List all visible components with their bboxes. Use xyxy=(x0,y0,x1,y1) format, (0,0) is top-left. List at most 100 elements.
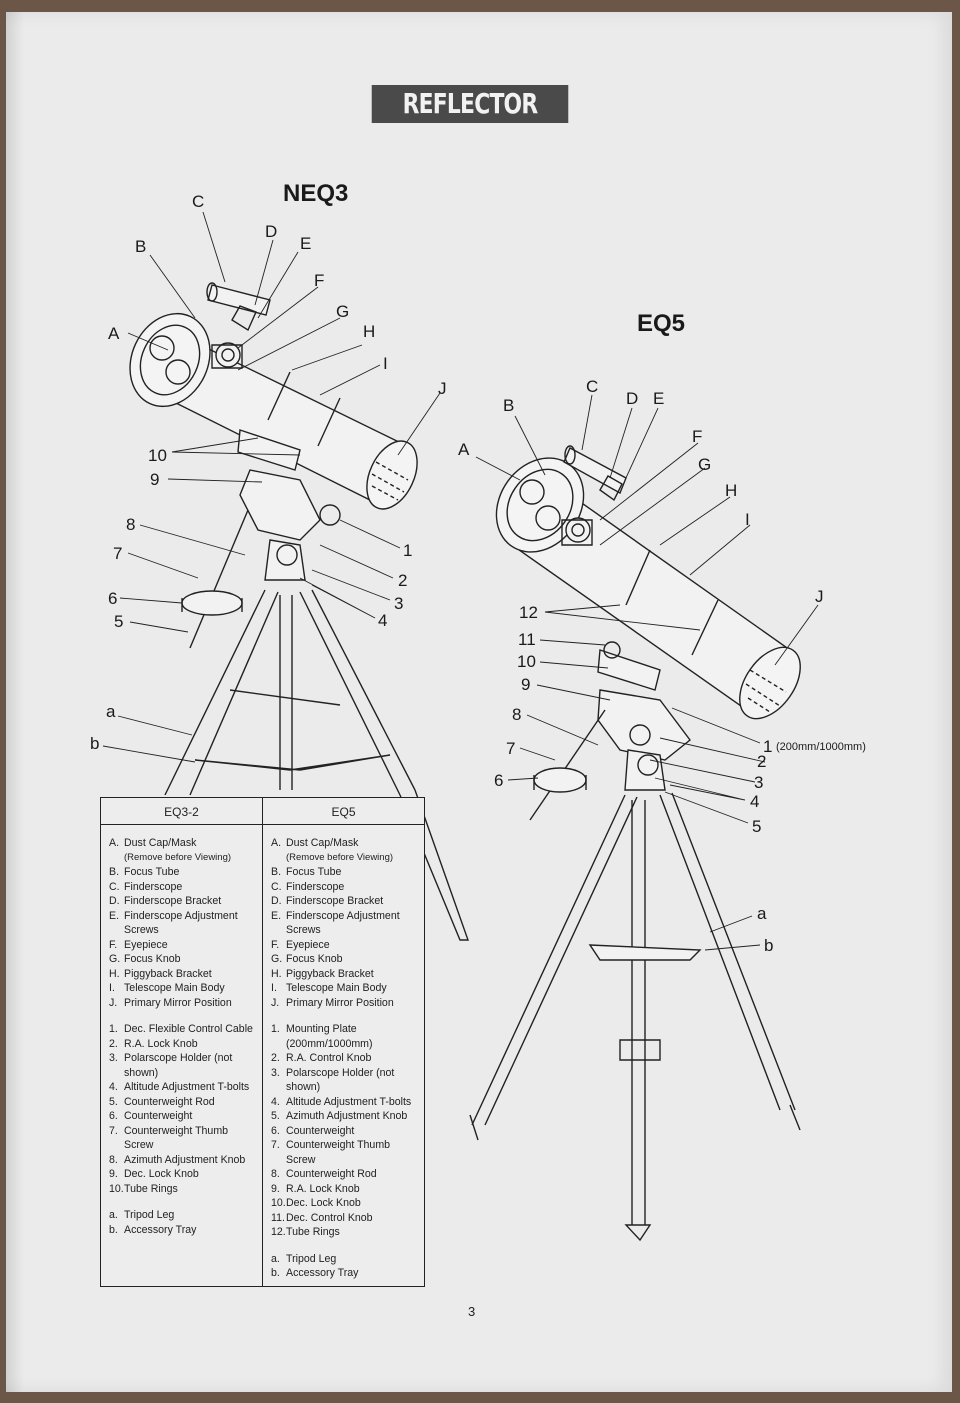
list-item: 10.Dec. Lock Knob xyxy=(271,1197,361,1209)
parts-legend-table: EQ3-2 A.Dust Cap/Mask(Remove before View… xyxy=(100,797,425,1287)
neq3-label-9: 9 xyxy=(150,470,160,489)
neq3-label-a: A xyxy=(108,324,120,343)
eq5-label-b-tray: b xyxy=(764,936,774,955)
legend-column-eq5: EQ5 A.Dust Cap/Mask(Remove before Viewin… xyxy=(263,798,424,1286)
list-item: J.Primary Mirror Position xyxy=(109,996,232,1009)
legend-letter-list: A.Dust Cap/Mask(Remove before Viewing) B… xyxy=(101,836,262,1010)
neq3-label-3: 3 xyxy=(394,594,404,613)
neq3-label-10: 10 xyxy=(148,446,167,465)
eq5-label-e: E xyxy=(653,389,665,408)
eq5-label-9: 9 xyxy=(521,675,531,694)
list-item: 4.Altitude Adjustment T-bolts xyxy=(109,1081,250,1093)
neq3-title: NEQ3 xyxy=(283,180,349,207)
eq5-label-c: C xyxy=(586,377,599,396)
neq3-leader-lines xyxy=(102,211,441,763)
neq3-label-c: C xyxy=(192,192,205,211)
list-item: D.Finderscope Bracket xyxy=(271,895,384,907)
list-item: H.Piggyback Bracket xyxy=(109,967,212,980)
list-item: 8.Azimuth Adjustment Knob xyxy=(109,1153,246,1166)
eq5-note-1: (200mm/1000mm) xyxy=(776,741,866,753)
eq5-label-d: D xyxy=(626,389,639,408)
list-item: H.Piggyback Bracket xyxy=(271,967,374,980)
neq3-label-a-leg: a xyxy=(106,702,116,721)
eq5-label-11: 11 xyxy=(518,630,536,649)
eq5-telescope-drawing xyxy=(469,445,801,1242)
neq3-label-b: B xyxy=(135,237,147,256)
list-item: a.Tripod Leg xyxy=(271,1252,337,1265)
eq5-label-3: 3 xyxy=(754,773,764,792)
list-item: b.Accessory Tray xyxy=(271,1267,359,1279)
neq3-label-i: I xyxy=(383,354,388,373)
list-item: A.Dust Cap/Mask(Remove before Viewing) xyxy=(271,837,394,863)
list-item: B.Focus Tube xyxy=(109,866,180,878)
eq5-label-4: 4 xyxy=(750,792,760,811)
list-item: 9.R.A. Lock Knob xyxy=(271,1182,360,1195)
eq5-label-i: I xyxy=(745,510,750,529)
neq3-label-1: 1 xyxy=(403,541,413,560)
list-item: J.Primary Mirror Position xyxy=(271,996,394,1009)
legend-header-eq3-2: EQ3-2 xyxy=(101,798,262,825)
legend-number-list: 1.Dec. Flexible Control Cable 2.R.A. Loc… xyxy=(101,1022,262,1196)
list-item: D.Finderscope Bracket xyxy=(109,895,222,907)
neq3-label-b-tray: b xyxy=(90,734,100,753)
neq3-label-7: 7 xyxy=(113,544,123,563)
neq3-label-4: 4 xyxy=(378,611,388,630)
list-item: 6.Counterweight xyxy=(109,1110,193,1122)
legend-letter-list: A.Dust Cap/Mask(Remove before Viewing) B… xyxy=(263,836,424,1010)
neq3-label-j: J xyxy=(438,379,447,398)
eq5-label-a-leg: a xyxy=(757,904,767,923)
eq5-label-j: J xyxy=(815,587,824,606)
neq3-label-5: 5 xyxy=(114,612,124,631)
eq5-label-7: 7 xyxy=(506,739,516,758)
neq3-label-2: 2 xyxy=(398,571,408,590)
list-item: 7.Counterweight Thumb Screw xyxy=(271,1139,391,1166)
legend-tripod-list: a.Tripod Leg b.Accessory Tray xyxy=(101,1208,262,1237)
list-item: 9.Dec. Lock Knob xyxy=(109,1168,199,1180)
list-item: C.Finderscope xyxy=(109,880,183,893)
list-item: 7.Counterweight Thumb Screw xyxy=(109,1124,229,1152)
list-item: 6.Counterweight xyxy=(271,1124,355,1137)
eq5-label-a: A xyxy=(458,440,470,459)
list-item: F.Eyepiece xyxy=(109,938,168,951)
eq5-label-5: 5 xyxy=(752,817,762,836)
list-item: I.Telescope Main Body xyxy=(109,982,225,994)
legend-column-eq3-2: EQ3-2 A.Dust Cap/Mask(Remove before View… xyxy=(101,798,263,1286)
list-item: F.Eyepiece xyxy=(271,938,330,951)
eq5-leader-lines xyxy=(475,394,819,951)
eq5-label-g: G xyxy=(698,455,712,474)
list-item: 2.R.A. Lock Knob xyxy=(109,1037,198,1050)
list-item: 11.Dec. Control Knob xyxy=(271,1211,373,1224)
list-item: G.Focus Knob xyxy=(109,953,181,965)
neq3-label-f: F xyxy=(314,271,325,290)
list-item: 12.Tube Rings xyxy=(271,1226,340,1238)
list-item: I.Telescope Main Body xyxy=(271,982,387,994)
eq5-label-2: 2 xyxy=(757,752,767,771)
list-item: 2.R.A. Control Knob xyxy=(271,1052,372,1064)
list-item: 3.Polarscope Holder (not shown) xyxy=(271,1066,395,1094)
list-item: A.Dust Cap/Mask(Remove before Viewing) xyxy=(109,837,232,863)
eq5-label-b: B xyxy=(503,396,515,415)
list-item: 3.Polarscope Holder (not shown) xyxy=(109,1052,233,1079)
list-item: b.Accessory Tray xyxy=(109,1223,197,1236)
list-item: E.Finderscope Adjustment Screws xyxy=(109,909,238,937)
section-banner: REFLECTOR xyxy=(371,85,569,123)
list-item: G.Focus Knob xyxy=(271,953,343,965)
eq5-label-10: 10 xyxy=(517,652,536,671)
list-item: 4.Altitude Adjustment T-bolts xyxy=(271,1095,412,1108)
neq3-telescope-drawing xyxy=(129,282,469,941)
eq5-label-12: 12 xyxy=(519,603,538,622)
list-item: C.Finderscope xyxy=(271,880,345,893)
list-item: a.Tripod Leg xyxy=(109,1209,175,1221)
list-item: 1.Dec. Flexible Control Cable xyxy=(109,1023,253,1035)
list-item: 1.Mounting Plate (200mm/1000mm) xyxy=(271,1023,373,1050)
page-number: 3 xyxy=(468,1304,476,1319)
list-item: 5.Azimuth Adjustment Knob xyxy=(271,1110,408,1122)
eq5-label-f: F xyxy=(692,427,703,446)
list-item: 5.Counterweight Rod xyxy=(109,1095,215,1108)
eq5-label-1: 1 xyxy=(763,737,773,756)
list-item: 8.Counterweight Rod xyxy=(271,1168,377,1180)
neq3-label-g: G xyxy=(336,302,350,321)
eq5-label-6: 6 xyxy=(494,771,504,790)
legend-tripod-list: a.Tripod Leg b.Accessory Tray xyxy=(263,1252,424,1281)
